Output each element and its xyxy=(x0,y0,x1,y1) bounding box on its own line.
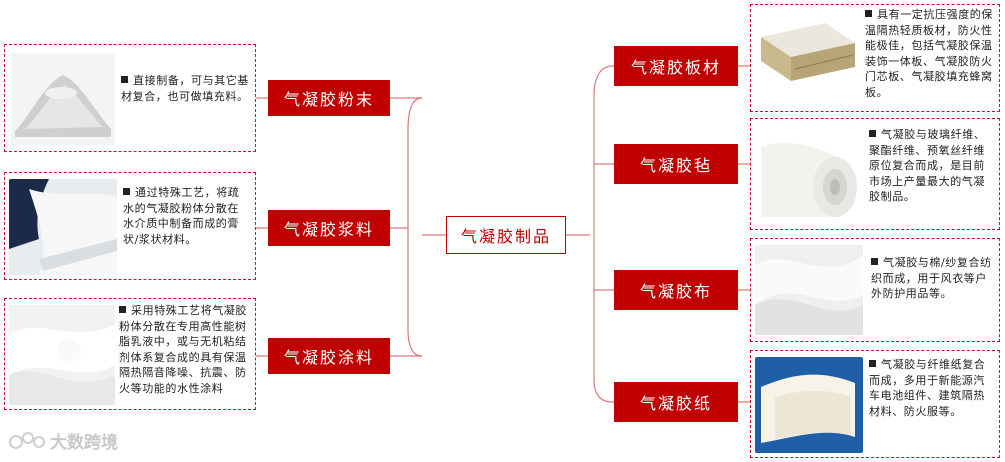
node-aerogel-cloth: 气凝胶布 xyxy=(614,270,738,310)
bullet-icon xyxy=(865,10,872,17)
aerogel-cloth-desc: 气凝胶与棉/纱复合纺织而成，用于风衣等户外防护用品等。 xyxy=(871,255,995,302)
desc-text: 气凝胶与纤维纸复合而成，多用于新能源汽车电池组件、建筑隔热材料、防火服等。 xyxy=(869,358,986,418)
connector-right-vertical xyxy=(593,65,613,403)
aerogel-coating-desc: 采用特殊工艺将气凝胶粉体分散在专用高性能树脂乳液中，或与无机粘结剂体系复合成的具… xyxy=(119,303,251,396)
node-aerogel-slurry: 气凝胶浆料 xyxy=(268,210,390,246)
node-aerogel-board: 气凝胶板材 xyxy=(614,46,738,86)
aerogel-slurry-desc: 通过特殊工艺，将疏水的气凝胶粉体分散在水介质中制备而成的膏状/浆状材料。 xyxy=(123,185,249,247)
node-aerogel-coating: 气凝胶涂料 xyxy=(268,338,390,374)
aerogel-slurry-image xyxy=(9,179,117,275)
card-aerogel-cloth: 气凝胶与棉/纱复合纺织而成，用于风衣等户外防护用品等。 xyxy=(750,238,1000,342)
bullet-icon xyxy=(871,258,878,265)
aerogel-coating-image xyxy=(9,305,115,405)
node-aerogel-powder: 气凝胶粉末 xyxy=(268,80,390,116)
bullet-icon xyxy=(869,130,876,137)
watermark: 大数跨境 xyxy=(8,428,118,453)
bullet-icon xyxy=(869,360,876,367)
aerogel-felt-desc: 气凝胶与玻璃纤维、聚酯纤维、预氧丝纤维原位复合而成，是目前市场上产量最大的气凝胶… xyxy=(869,127,995,205)
aerogel-cloth-image xyxy=(755,245,863,335)
desc-text: 气凝胶与棉/纱复合纺织而成，用于风衣等户外防护用品等。 xyxy=(871,256,992,300)
card-aerogel-felt: 气凝胶与玻璃纤维、聚酯纤维、预氧丝纤维原位复合而成，是目前市场上产量最大的气凝胶… xyxy=(750,118,1000,230)
bullet-icon xyxy=(123,188,130,195)
watermark-logo-icon xyxy=(9,431,45,449)
desc-text: 气凝胶与玻璃纤维、聚酯纤维、预氧丝纤维原位复合而成，是目前市场上产量最大的气凝胶… xyxy=(869,128,986,203)
node-aerogel-products: 气凝胶制品 xyxy=(446,216,566,254)
aerogel-powder-image xyxy=(11,53,115,145)
aerogel-board-image xyxy=(755,17,859,101)
bullet-icon xyxy=(119,306,126,313)
bullet-icon xyxy=(121,76,128,83)
card-aerogel-slurry: 通过特殊工艺，将疏水的气凝胶粉体分散在水介质中制备而成的膏状/浆状材料。 xyxy=(4,172,256,280)
aerogel-felt-image xyxy=(757,127,861,223)
card-aerogel-powder: 直接制备，可与其它基材复合，也可做填充料。 xyxy=(4,44,256,152)
aerogel-paper-image xyxy=(755,357,863,453)
desc-text: 采用特殊工艺将气凝胶粉体分散在专用高性能树脂乳液中，或与无机粘结剂体系复合成的具… xyxy=(119,304,247,395)
node-aerogel-felt: 气凝胶毡 xyxy=(614,144,738,184)
desc-text: 通过特殊工艺，将疏水的气凝胶粉体分散在水介质中制备而成的膏状/浆状材料。 xyxy=(123,186,240,246)
desc-text: 直接制备，可与其它基材复合，也可做填充料。 xyxy=(121,74,249,103)
card-aerogel-board: 具有一定抗压强度的保温隔热轻质板材，防火性能极佳，包括气凝胶保温装饰一体板、气凝… xyxy=(750,4,1000,112)
aerogel-board-desc: 具有一定抗压强度的保温隔热轻质板材，防火性能极佳，包括气凝胶保温装饰一体板、气凝… xyxy=(865,7,995,100)
watermark-text: 大数跨境 xyxy=(50,433,118,453)
node-aerogel-paper: 气凝胶纸 xyxy=(614,382,738,422)
card-aerogel-paper: 气凝胶与纤维纸复合而成，多用于新能源汽车电池组件、建筑隔热材料、防火服等。 xyxy=(750,350,1000,458)
aerogel-powder-desc: 直接制备，可与其它基材复合，也可做填充料。 xyxy=(121,73,249,104)
aerogel-paper-desc: 气凝胶与纤维纸复合而成，多用于新能源汽车电池组件、建筑隔热材料、防火服等。 xyxy=(869,357,995,419)
desc-text: 具有一定抗压强度的保温隔热轻质板材，防火性能极佳，包括气凝胶保温装饰一体板、气凝… xyxy=(865,8,993,99)
connector-left-vertical xyxy=(407,97,423,357)
card-aerogel-coating: 采用特殊工艺将气凝胶粉体分散在专用高性能树脂乳液中，或与无机粘结剂体系复合成的具… xyxy=(4,298,256,410)
